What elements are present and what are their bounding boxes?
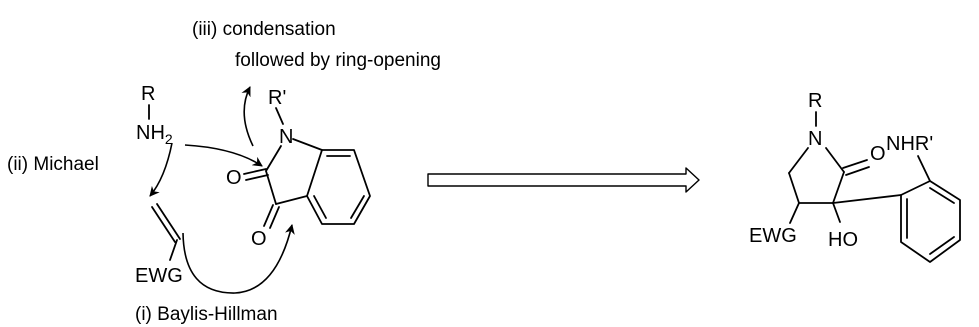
product-aryl-inner-1 <box>929 187 955 204</box>
product-c3-aryl-bond <box>832 194 902 204</box>
product-aryl-inner-2 <box>929 236 955 255</box>
product-c5-c4-bond <box>788 172 800 204</box>
isatin-o2-atom: O <box>251 228 267 250</box>
product-c3-c2-bond <box>832 171 845 204</box>
product-ewg-label: EWG <box>749 225 797 247</box>
alkene-bond-b <box>156 203 181 240</box>
product-r-atom: R <box>808 90 822 112</box>
retrosynthesis-arrow <box>427 167 700 193</box>
isatin-c2-o-bond-a <box>243 168 267 175</box>
isatin-c2-o-bond-b <box>245 174 269 181</box>
product-molecule: R N O EWG HO NHR' <box>749 90 961 263</box>
ring-opening-arrow <box>241 86 254 147</box>
product-ho-label: HO <box>828 229 858 251</box>
amine-r-atom: R <box>141 83 155 105</box>
product-c2-n-bond <box>825 147 845 173</box>
product-aryl-ring <box>900 180 961 263</box>
isatin-n-atom: N <box>279 126 293 148</box>
amine-reagent: R NH2 <box>136 83 173 147</box>
amine-to-carbonyl-arrow <box>184 144 263 167</box>
step-iii-label-line2: followed by ring-opening <box>235 50 441 71</box>
product-n-c5-bond <box>788 147 809 174</box>
michael-curved-arrow <box>149 142 173 197</box>
isatin-c3-c3a-bond <box>275 195 308 205</box>
amine-subscript: 2 <box>165 131 173 147</box>
step-iii-label-line1: (iii) condensation <box>192 19 336 40</box>
product-c3-oh-bond <box>832 202 841 223</box>
product-o-atom: O <box>870 143 886 165</box>
alkene-bond-a <box>151 206 176 243</box>
product-co-bond-a <box>842 159 868 169</box>
isatin-benzene-ring <box>306 149 371 225</box>
michael-acceptor: EWG <box>135 203 183 287</box>
isatin-n-c2-bond <box>265 145 282 172</box>
isatin-c3-o-bond-a <box>263 204 274 227</box>
product-c4-ewg-bond <box>789 202 800 224</box>
product-co-bond-b <box>845 166 870 176</box>
isatin-n-c7a-bond <box>292 138 323 151</box>
amine-nh-atom: NH2 <box>136 122 173 147</box>
product-n-atom: N <box>808 128 822 150</box>
baylis-hillman-arrow <box>182 224 295 294</box>
product-nhr-label: NHR' <box>886 133 933 155</box>
retro-arrow-shaft <box>427 167 700 193</box>
product-aryl-nh-bond <box>917 155 931 182</box>
step-i-label: (i) Baylis-Hillman <box>135 304 278 325</box>
isatin-r-n-bond <box>275 107 284 125</box>
amine-nh-text: NH <box>136 122 165 144</box>
isatin-benzene-inner-3 <box>313 195 327 219</box>
isatin-molecule: R' N O O <box>226 87 371 250</box>
isatin-c2-c3-bond <box>265 170 277 205</box>
alkene-ewg-bond <box>169 239 178 261</box>
step-ii-label: (ii) Michael <box>7 154 99 175</box>
isatin-c3-o-bond-b <box>269 206 280 229</box>
isatin-o1-atom: O <box>226 167 242 189</box>
isatin-benzene-inner-2 <box>350 195 365 219</box>
ewg-left-label: EWG <box>135 265 183 287</box>
isatin-r-prime: R' <box>268 87 286 109</box>
